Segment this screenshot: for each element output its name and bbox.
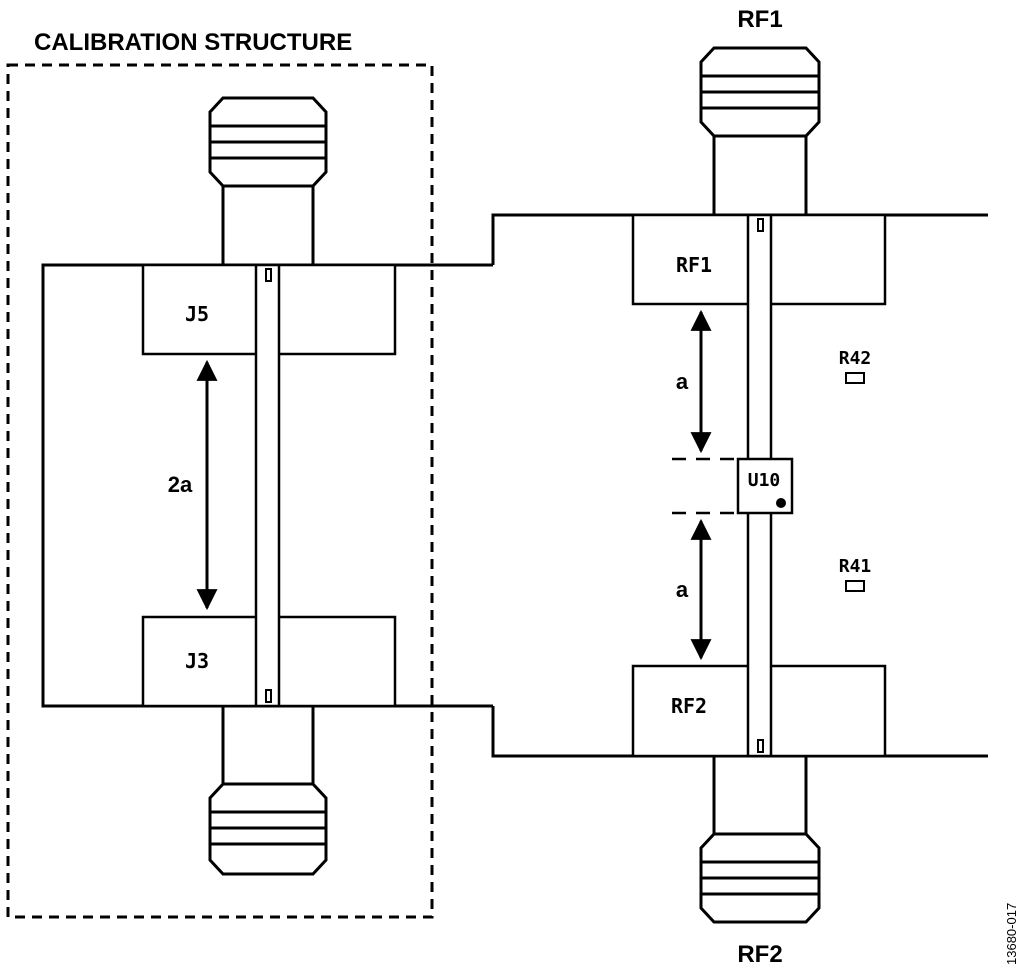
- sma-connector-cal-bottom: [208, 706, 328, 876]
- u10-pin1-dot: [776, 498, 786, 508]
- trace-pin-top: [265, 268, 272, 282]
- dim-2a-bg: [160, 468, 194, 500]
- sma-connector-rf1: [699, 46, 821, 215]
- figure-id-label: 13680-017: [1004, 903, 1019, 965]
- dimension-label-a-upper: a: [676, 369, 689, 394]
- r41-label: R41: [839, 556, 872, 577]
- sma-connector-rf2: [699, 756, 821, 924]
- rf2-connector-label: RF2: [737, 941, 782, 968]
- r42-label: R42: [839, 348, 872, 369]
- j3-label: J3: [185, 649, 209, 673]
- dimension-label-2a: 2a: [168, 472, 193, 497]
- r41-resistor: [845, 580, 865, 592]
- calibration-dashed-outline: [6, 63, 434, 919]
- dut-trace-pin-top: [757, 218, 764, 232]
- rf2-pad-label: RF2: [671, 694, 707, 718]
- calibration-structure-title: CALIBRATION STRUCTURE: [34, 29, 352, 56]
- j5-label: J5: [185, 302, 209, 326]
- sma-connector-cal-top: [208, 96, 328, 265]
- trace-pin-bottom: [265, 689, 272, 703]
- dut-trace-pin-bottom: [757, 739, 764, 753]
- rf1-connector-label: RF1: [737, 6, 782, 33]
- calibration-trace: [254, 263, 281, 708]
- dimension-label-a-lower: a: [676, 577, 689, 602]
- rf1-pad-label: RF1: [676, 253, 712, 277]
- r42-resistor: [845, 372, 865, 384]
- u10-label: U10: [748, 470, 781, 491]
